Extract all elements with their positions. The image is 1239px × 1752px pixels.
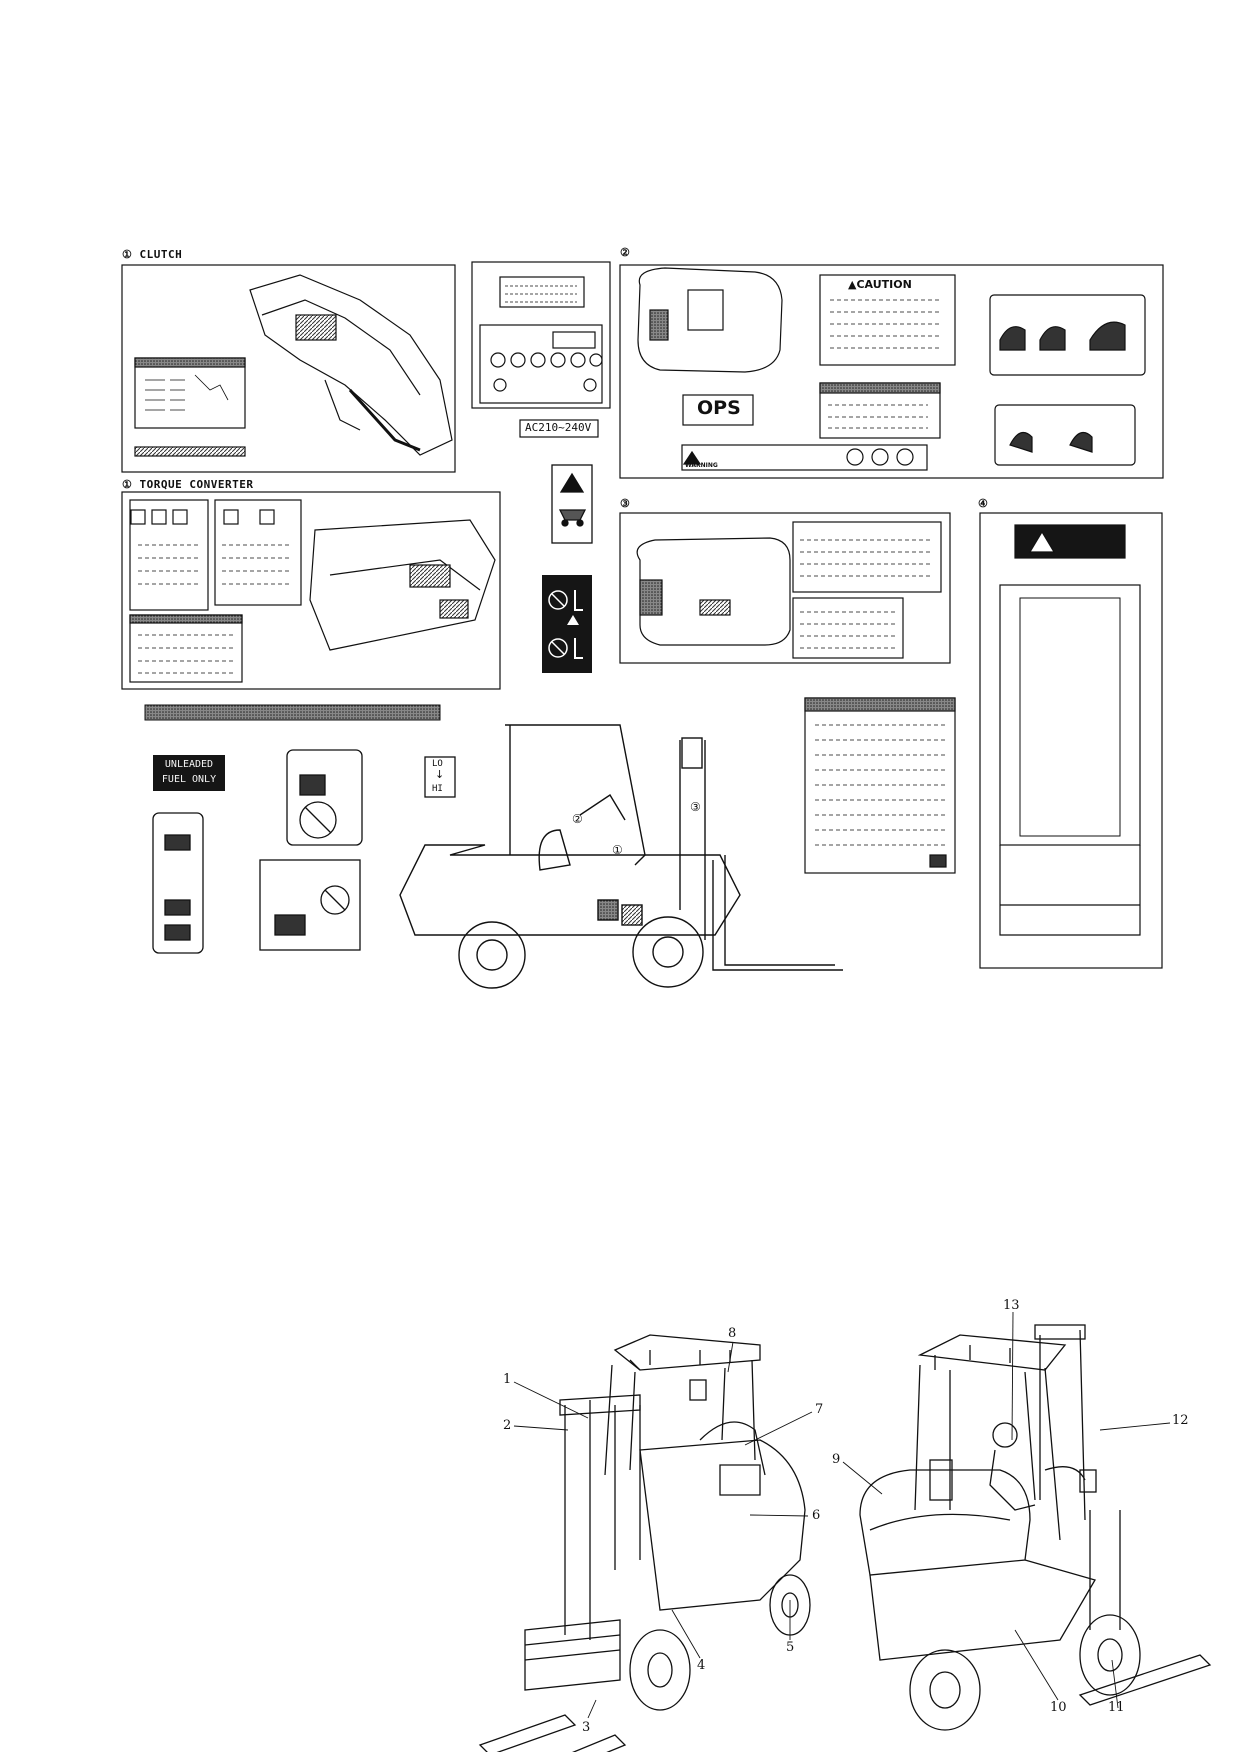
callout-5: 5: [786, 1640, 795, 1655]
unleaded-line-1: UNLEADED: [164, 759, 214, 770]
down-arrow-icon: ↓: [435, 768, 445, 781]
callout-2: 2: [503, 1418, 512, 1433]
panel-3-number: ③: [620, 497, 631, 510]
callout-10: 10: [1050, 1700, 1067, 1715]
truck-marker-3: ③: [690, 800, 701, 814]
callout-6: 6: [812, 1508, 821, 1523]
seat-belt-decal: [152, 812, 204, 954]
panel-4-number: ④: [978, 497, 989, 510]
caution-strip-decal: [144, 704, 441, 721]
load-limit-decal: [259, 859, 361, 951]
forklift-side-view: [399, 724, 843, 989]
torque-converter-panel: [121, 491, 501, 690]
unleaded-fuel-decal: UNLEADED FUEL ONLY: [153, 755, 225, 791]
callout-4: 4: [697, 1658, 706, 1673]
panel-2-number: ②: [620, 246, 631, 259]
callout-7: 7: [815, 1402, 824, 1417]
callout-3: 3: [582, 1720, 591, 1735]
callout-13: 13: [1003, 1298, 1020, 1313]
warning-triangle-decal: [551, 464, 593, 544]
torque-converter-title: ① TORQUE CONVERTER: [122, 478, 254, 491]
voltage-label: AC210~240V: [525, 421, 592, 434]
instrument-panel-decal: [471, 261, 611, 409]
clutch-title: ① CLUTCH: [122, 248, 183, 261]
callout-1: 1: [503, 1372, 512, 1387]
forklift-rear-view: [859, 1324, 1212, 1731]
truck-marker-2: ②: [572, 812, 583, 826]
no-riding-decal: [542, 575, 592, 673]
callout-8: 8: [728, 1326, 737, 1341]
ops-label: OPS: [697, 397, 741, 419]
clutch-panel: [121, 264, 456, 473]
caution-sheet-decal: [804, 697, 956, 874]
hi-label: HI: [432, 784, 443, 794]
callout-leaders: [513, 1311, 1171, 1719]
no-passenger-decal: [286, 749, 363, 846]
callout-12: 12: [1172, 1413, 1189, 1428]
panel-2: [619, 264, 1164, 479]
callout-11: 11: [1108, 1700, 1125, 1715]
callout-9: 9: [832, 1452, 841, 1467]
lo-label: LO: [432, 759, 443, 769]
warning-label: WARNING: [685, 462, 718, 469]
forklift-front-view: [478, 1334, 811, 1752]
panel-3: [619, 512, 951, 664]
unleaded-line-2: FUEL ONLY: [161, 774, 217, 785]
caution-label: ▲CAUTION: [848, 278, 912, 291]
panel-4: [979, 512, 1163, 969]
truck-marker-1: ①: [612, 843, 623, 857]
